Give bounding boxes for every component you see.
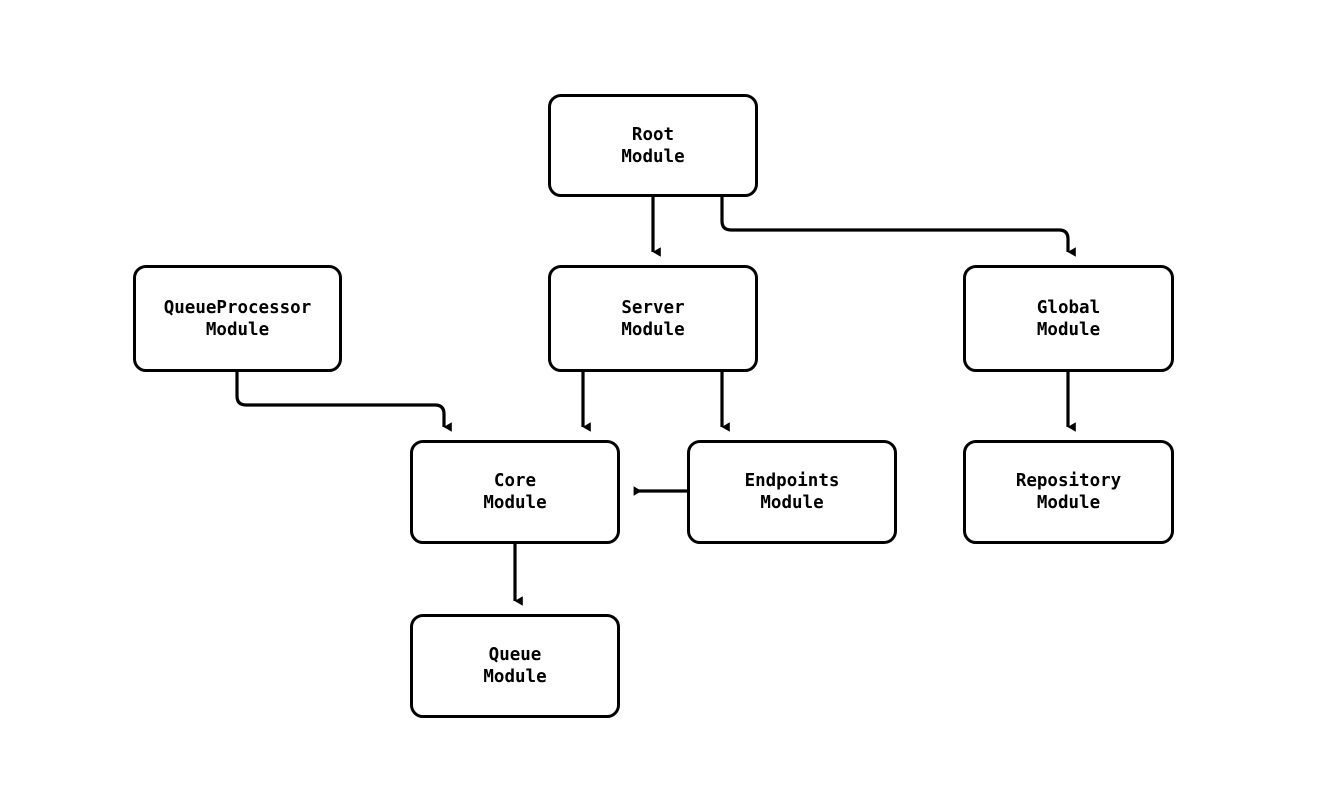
edge-root-to-global [720, 197, 1076, 257]
node-root-module-line1: Root [631, 124, 675, 145]
node-repository-module[interactable]: Repository Module [963, 440, 1174, 544]
node-queueprocessor-module-line1: QueueProcessor [163, 297, 312, 318]
node-server-module-line2: Module [621, 319, 685, 340]
node-global-module-line1: Global [1036, 297, 1101, 318]
node-core-module-line1: Core [493, 471, 537, 491]
node-root-module[interactable]: Root Module [548, 94, 758, 197]
node-core-module[interactable]: Core Module [410, 440, 620, 544]
node-endpoints-module-line1: Endpoints [744, 471, 840, 491]
node-server-module-line1: Server [621, 297, 685, 318]
node-global-module[interactable]: Global Module [963, 265, 1174, 372]
node-core-module-line2: Module [483, 493, 547, 513]
node-repository-module-line1: Repository [1015, 471, 1122, 491]
edge-queueprocessor-to-core [235, 372, 452, 432]
node-queue-module-line1: Queue [488, 645, 542, 665]
node-queueprocessor-module[interactable]: QueueProcessor Module [133, 265, 342, 372]
node-endpoints-module[interactable]: Endpoints Module [687, 440, 897, 544]
node-queue-module-line2: Module [483, 667, 547, 687]
node-queue-module[interactable]: Queue Module [410, 614, 620, 718]
node-queueprocessor-module-line2: Module [205, 319, 270, 340]
node-root-module-line2: Module [621, 146, 685, 167]
node-endpoints-module-line2: Module [760, 493, 824, 513]
node-global-module-line2: Module [1036, 319, 1101, 340]
node-server-module[interactable]: Server Module [548, 265, 758, 372]
node-repository-module-line2: Module [1036, 493, 1101, 513]
